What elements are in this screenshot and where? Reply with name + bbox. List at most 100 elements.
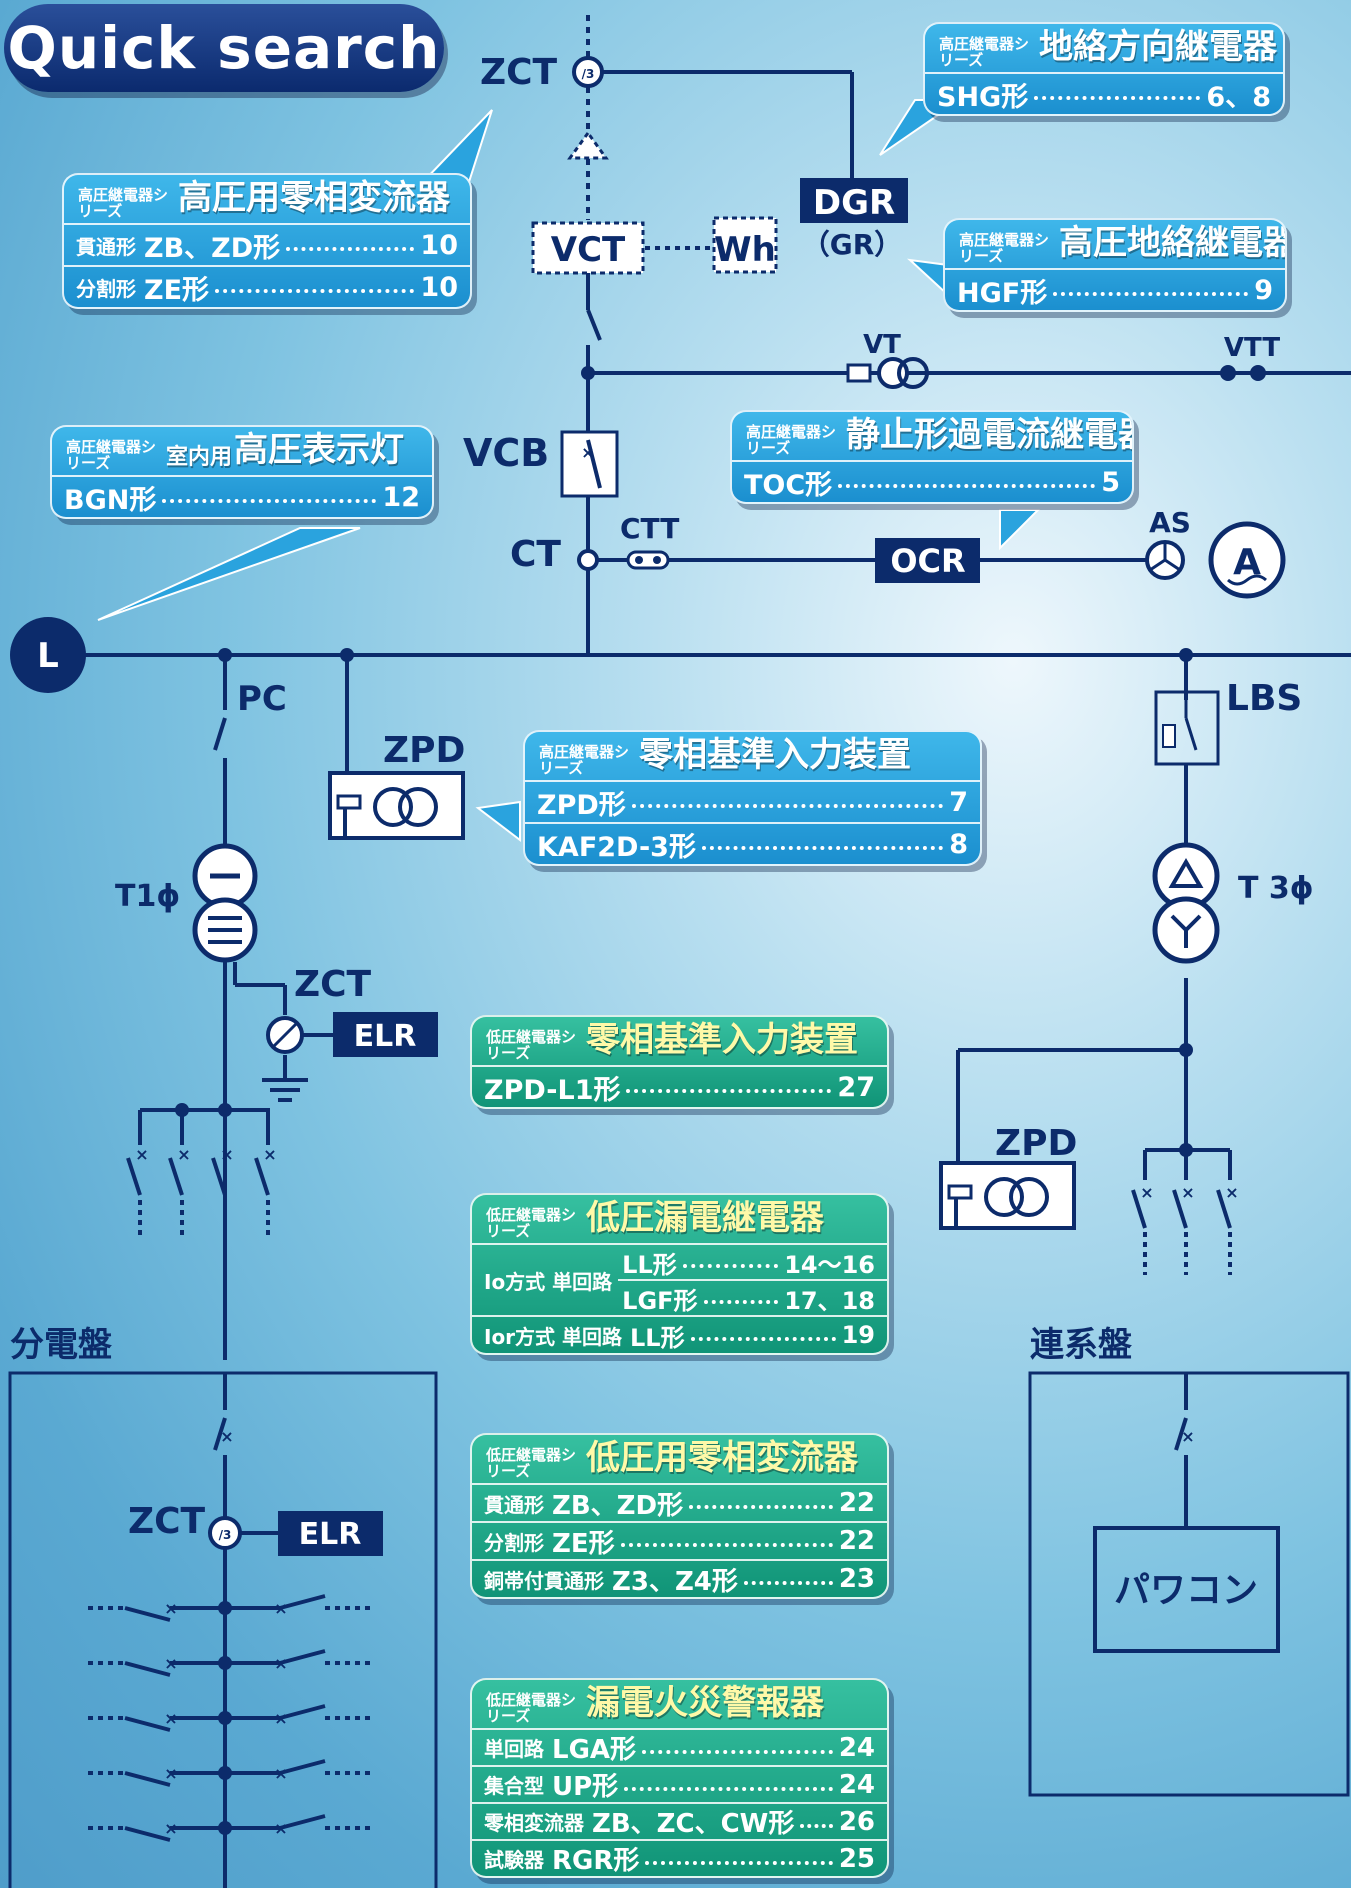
series-label: 高圧継電器シリーズ xyxy=(746,423,837,457)
zct-top-label: ZCT xyxy=(480,52,558,93)
series-label: 高圧継電器シリーズ xyxy=(66,438,157,472)
t1-label: T1ϕ xyxy=(115,879,180,914)
interconnection-panel-frame xyxy=(1028,1371,1350,1797)
card-title: 高圧用零相変流器 xyxy=(178,178,450,218)
svg-text:×: × xyxy=(1181,1183,1194,1202)
panel-left-label: 分電盤 xyxy=(10,1325,112,1365)
zct-mid-label: ZCT xyxy=(294,964,372,1005)
svg-text:×: × xyxy=(1140,1183,1153,1202)
vcb-label: VCB xyxy=(463,431,549,475)
series-label: 低圧継電器シリーズ xyxy=(486,1691,577,1725)
series-label: 低圧継電器シリーズ xyxy=(486,1446,577,1480)
vct-arrow xyxy=(567,130,609,160)
svg-text:×: × xyxy=(274,1764,287,1783)
svg-text:×: × xyxy=(274,1819,287,1838)
t3-label: T 3ϕ xyxy=(1238,871,1314,906)
tail-bgn xyxy=(97,527,361,621)
svg-text:×: × xyxy=(274,1599,287,1618)
zct-panel-label: ZCT xyxy=(128,1501,206,1542)
card-title: 地絡方向継電器 xyxy=(1039,27,1277,67)
zpd-left-label: ZPD xyxy=(383,730,465,771)
series-label: 高圧継電器シリーズ xyxy=(959,231,1050,265)
tail-zpd-hv xyxy=(475,800,521,843)
vt-label: VT xyxy=(863,330,901,360)
vct-label: VCT xyxy=(551,230,626,270)
power-conditioner-label: パワコン xyxy=(1114,1570,1258,1611)
svg-text:×: × xyxy=(164,1709,177,1728)
card-subtitle: 室内用 xyxy=(166,445,233,470)
power-conditioner-box xyxy=(1093,1526,1280,1653)
gr-label: （GR） xyxy=(802,228,903,261)
card-title: 零相基準入力装置 xyxy=(586,1020,858,1060)
series-label: 低圧継電器シリーズ xyxy=(486,1028,577,1062)
panel-right-label: 連系盤 xyxy=(1030,1325,1132,1365)
pc-label: PC xyxy=(237,679,287,719)
svg-text:×: × xyxy=(263,1145,276,1164)
series-label: 高圧継電器シリーズ xyxy=(78,186,169,220)
svg-text:×: × xyxy=(1225,1183,1238,1202)
dgr-label: DGR xyxy=(813,183,895,223)
svg-text:/3: /3 xyxy=(219,1528,232,1542)
svg-text:×: × xyxy=(177,1145,190,1164)
elr-mid-box xyxy=(333,1012,438,1057)
elr-mid-label: ELR xyxy=(354,1019,417,1054)
svg-text:×: × xyxy=(220,1145,233,1164)
svg-text:×: × xyxy=(164,1654,177,1673)
svg-text:×: × xyxy=(164,1764,177,1783)
elr-panel-label: ELR xyxy=(299,1517,362,1552)
wh-label: Wh xyxy=(714,230,776,270)
ctt-label: CTT xyxy=(620,512,679,545)
zpd-right-label: ZPD xyxy=(995,1123,1077,1164)
series-label: 低圧継電器シリーズ xyxy=(486,1206,577,1240)
zct-top-symbol xyxy=(572,56,604,88)
svg-text:×: × xyxy=(1181,1427,1194,1446)
svg-text:×: × xyxy=(164,1819,177,1838)
svg-text:/3: /3 xyxy=(582,67,595,81)
svg-text:×: × xyxy=(220,1427,233,1446)
l-label: L xyxy=(37,636,59,676)
vtt-label: VTT xyxy=(1224,333,1280,363)
ocr-box xyxy=(875,538,980,583)
as-label: AS xyxy=(1149,506,1191,539)
disconnect-switch xyxy=(586,309,602,341)
card-title: 漏電火災警報器 xyxy=(586,1683,824,1723)
series-label: 高圧継電器シリーズ xyxy=(539,743,630,777)
card-title: 高圧地絡継電器 xyxy=(1059,223,1287,263)
vcb-box xyxy=(560,430,619,498)
svg-text:×: × xyxy=(274,1654,287,1673)
l-node xyxy=(10,617,86,693)
svg-text:×: × xyxy=(581,443,594,462)
dgr-box xyxy=(800,178,908,223)
io-method-label: Io方式 単回路 xyxy=(484,1269,613,1294)
